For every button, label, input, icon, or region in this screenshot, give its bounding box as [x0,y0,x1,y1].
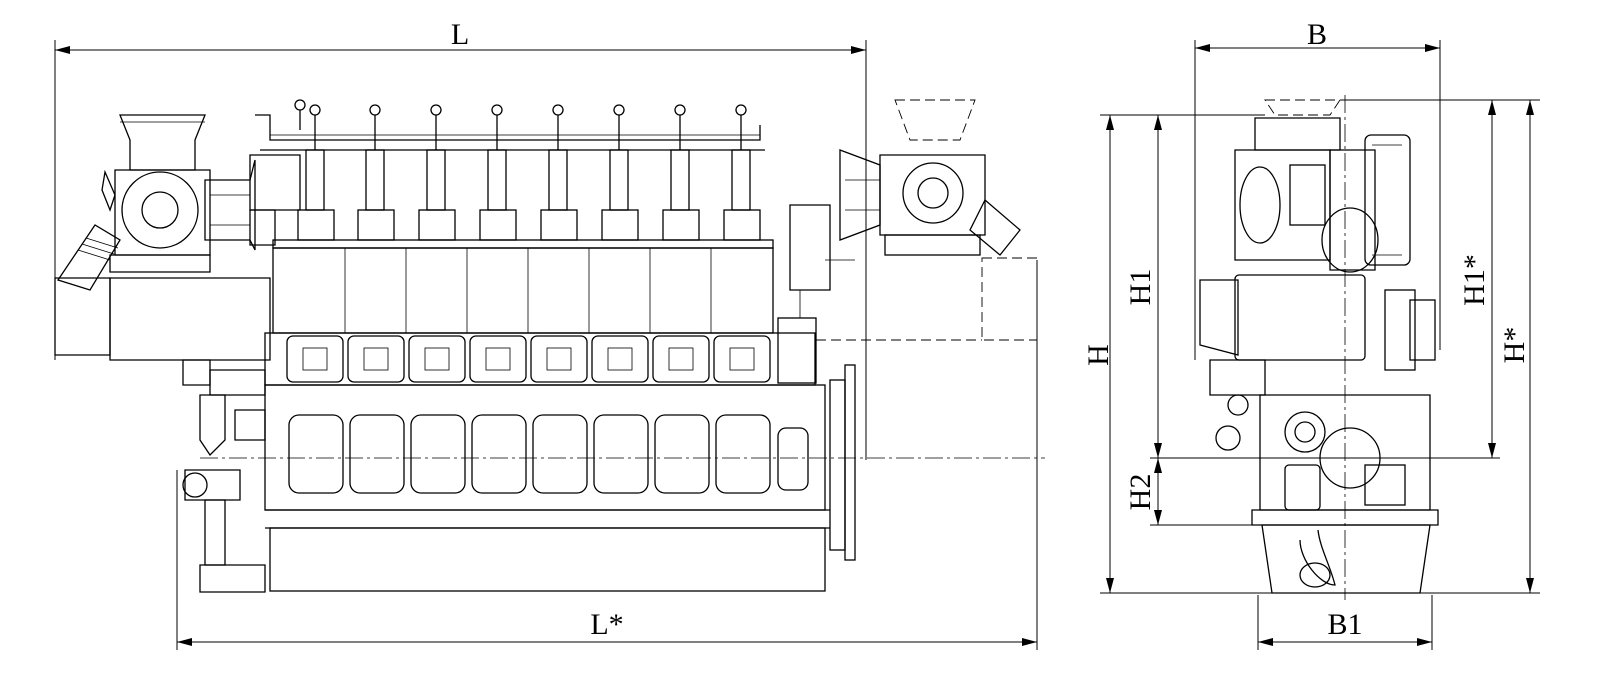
dimension-label-B: B [1307,18,1327,51]
dimension-label-H1: H1 [1124,269,1157,306]
dimension-H1: H1 [1124,115,1500,459]
dimension-label-B1: B1 [1327,608,1362,641]
front-pumps [182,369,266,593]
end-view: B B1 H H1 [1082,18,1540,650]
crankcase-covers [264,384,830,529]
dimension-H1-star: H1* [1340,99,1540,458]
end-view-engine [1199,95,1500,600]
dimension-label-H-star: H* [1498,327,1531,364]
cylinder-head-4 [479,104,517,241]
dimension-label-L: L [451,18,469,51]
cylinder-head-6 [601,104,639,241]
side-view: L L* [54,18,1045,650]
cylinder-head-7 [662,104,700,241]
top-manifold [249,114,765,246]
cylinder-heads [294,99,761,241]
flywheel-end [200,317,1045,561]
dimension-label-H2: H2 [1124,474,1157,511]
oil-sump [269,527,826,592]
dimension-label-H1-star: H1* [1458,254,1491,306]
right-turbocharger [789,99,1038,341]
engine-block-upper [272,239,774,334]
cylinder-head-1 [297,104,335,241]
dimension-label-L-star: L* [590,608,623,641]
dimension-H2: H2 [1124,458,1260,526]
cylinder-head-2 [357,104,395,241]
dimension-H-star: H* [1498,100,1534,593]
dimension-H: H [1082,114,1540,594]
cylinder-head-3 [418,104,456,241]
inspection-doors [264,332,816,386]
dimension-B1: B1 [1257,595,1433,650]
cylinder-head-8 [723,104,761,241]
left-turbocharger [54,114,271,386]
dimension-L: L [54,18,867,460]
dimension-label-H: H [1082,344,1115,366]
cylinder-head-5 [540,104,578,241]
dimension-B: B [1194,18,1441,360]
